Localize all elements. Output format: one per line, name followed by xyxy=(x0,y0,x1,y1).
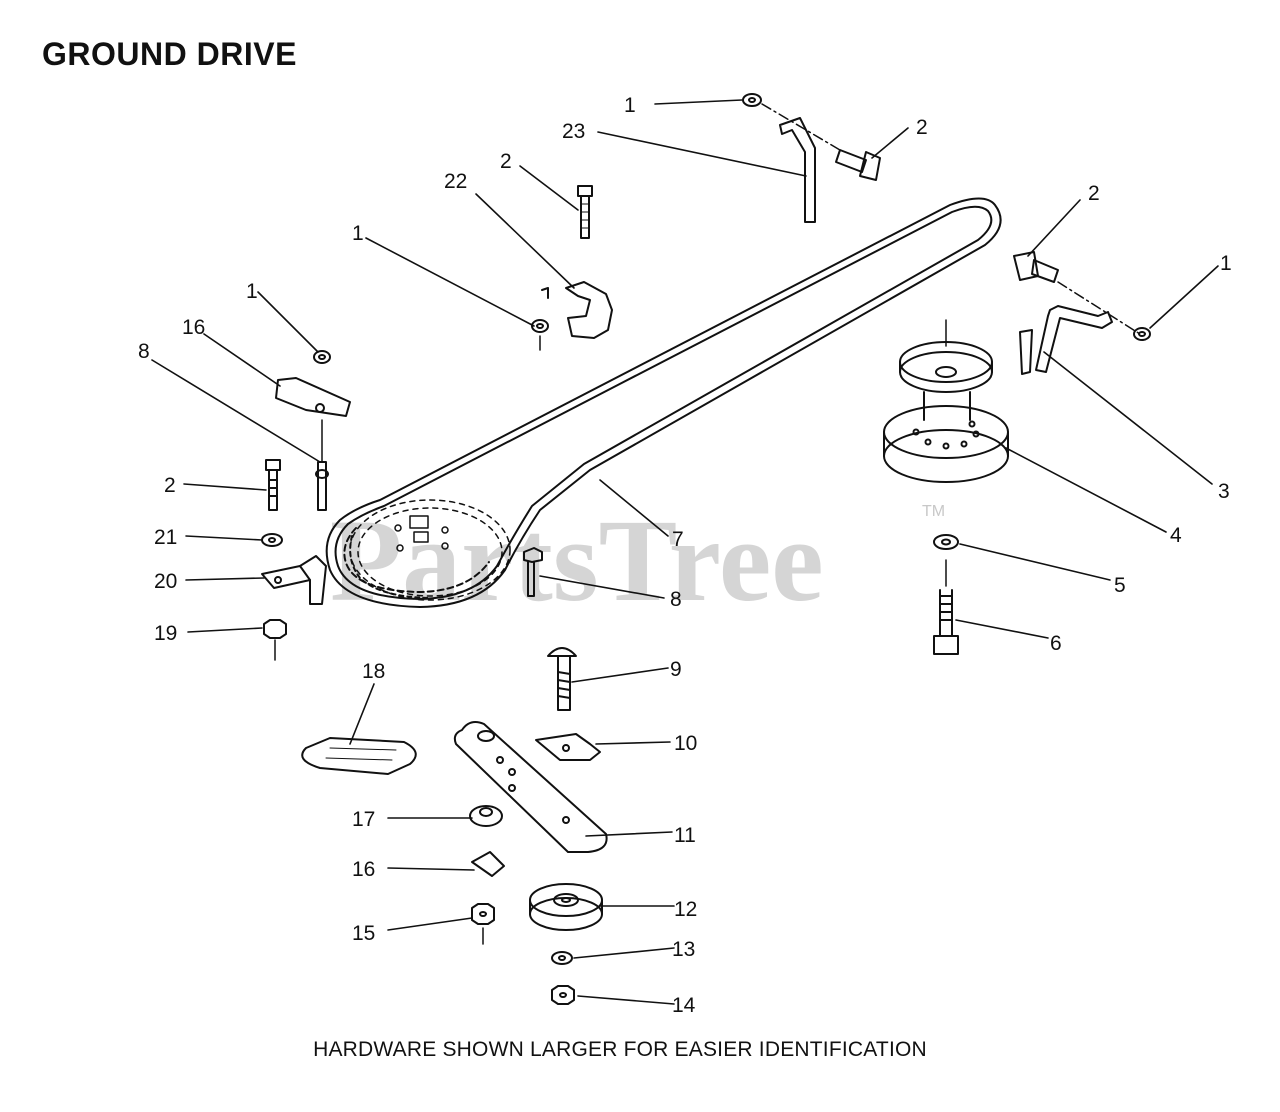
washer-13 xyxy=(551,951,573,965)
leader-lines xyxy=(151,99,1219,1005)
nut-15 xyxy=(471,903,495,945)
callout-2-topright: 2 xyxy=(916,116,928,139)
washer-21 xyxy=(261,533,283,547)
pulley-hub-holes xyxy=(394,515,449,552)
bolt-6 xyxy=(933,559,959,655)
bolt-top-right xyxy=(835,149,881,181)
callout-22: 22 xyxy=(444,170,467,193)
callout-20: 20 xyxy=(154,570,177,593)
callout-10: 10 xyxy=(674,732,697,755)
bracket-23 xyxy=(779,117,816,223)
callout-2-top: 2 xyxy=(500,150,512,173)
nut-left xyxy=(313,350,331,364)
idler-arm-11 xyxy=(453,721,608,853)
callout-1-mid: 1 xyxy=(352,222,364,245)
bracket-20 xyxy=(261,555,327,605)
nut-14 xyxy=(551,985,575,1005)
diagram-caption: HARDWARE SHOWN LARGER FOR EASIER IDENTIF… xyxy=(313,1038,927,1061)
callout-9: 9 xyxy=(670,658,682,681)
callout-1-left: 1 xyxy=(246,280,258,303)
callout-6: 6 xyxy=(1050,632,1062,655)
washer-5 xyxy=(933,534,959,550)
callout-7: 7 xyxy=(672,528,684,551)
callout-11: 11 xyxy=(674,824,696,847)
callout-12: 12 xyxy=(674,898,697,921)
carriage-bolt-9 xyxy=(547,647,577,711)
callout-13: 13 xyxy=(672,938,695,961)
callout-2-right: 2 xyxy=(1088,182,1100,205)
bolt-right xyxy=(1013,251,1059,283)
callout-21: 21 xyxy=(154,526,177,549)
callout-16-top: 16 xyxy=(182,316,205,339)
spacer-17 xyxy=(469,805,503,827)
callout-3: 3 xyxy=(1218,480,1230,503)
callout-4: 4 xyxy=(1170,524,1182,547)
bracket-16-bottom xyxy=(471,851,505,877)
callout-19: 19 xyxy=(154,622,177,645)
watermark-trademark: TM xyxy=(922,503,945,520)
bolt-8-mid xyxy=(523,547,543,597)
callout-5: 5 xyxy=(1114,574,1126,597)
callout-15: 15 xyxy=(352,922,375,945)
callout-23: 23 xyxy=(562,120,585,143)
double-pulley xyxy=(883,319,1009,483)
sticker-18 xyxy=(301,737,417,775)
callout-8-left: 8 xyxy=(138,340,150,363)
callout-17: 17 xyxy=(352,808,375,831)
watermark: PartsTree xyxy=(330,495,824,626)
nut-top xyxy=(742,93,762,107)
nut-mid xyxy=(531,319,549,351)
nut-right xyxy=(1133,327,1151,341)
callout-1-top: 1 xyxy=(624,94,636,117)
rod-3 xyxy=(1019,305,1113,375)
bolt-2-left xyxy=(265,459,281,511)
bracket-16-top xyxy=(275,377,351,417)
nut-19 xyxy=(263,619,287,661)
bolt-upper xyxy=(577,185,593,239)
callout-8-mid: 8 xyxy=(670,588,682,611)
drive-pulley-hidden xyxy=(349,499,511,601)
page-title: GROUND DRIVE xyxy=(42,36,297,72)
callout-18: 18 xyxy=(362,660,385,683)
bracket-10 xyxy=(535,733,601,761)
callout-16-bottom: 16 xyxy=(352,858,375,881)
callout-2-left: 2 xyxy=(164,474,176,497)
idler-pulley-12 xyxy=(529,883,603,931)
bolt-8-left xyxy=(315,419,329,511)
bracket-22 xyxy=(541,281,613,339)
callouts: 1 23 2 2 22 1 2 1 1 16 8 2 21 20 19 3 4 … xyxy=(138,94,1232,1017)
callout-14: 14 xyxy=(672,994,696,1017)
callout-1-right: 1 xyxy=(1220,252,1232,275)
